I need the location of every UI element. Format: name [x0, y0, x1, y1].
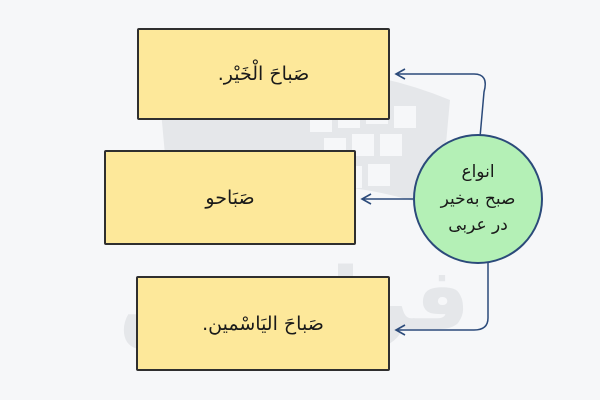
central-topic-line-3: در عربی — [448, 215, 508, 236]
phrase-box-2-label: صَبَاحو — [205, 186, 255, 209]
central-topic-line-1: انواع — [461, 162, 495, 183]
phrase-box-1-label: صَباحَ الْخَیْر. — [217, 63, 310, 85]
central-topic-text: انواع صبح به‌خیر در عربی — [441, 159, 516, 238]
central-topic-circle: انواع صبح به‌خیر در عربی — [413, 134, 543, 264]
central-topic-line-2: صبح به‌خیر — [440, 188, 516, 209]
phrase-box-2: صَبَاحو — [104, 150, 356, 245]
arrow-to-box-1 — [394, 68, 486, 161]
phrase-box-3-label: صَباحَ اليَاسْمين. — [202, 312, 324, 335]
phrase-box-3: صَباحَ اليَاسْمين. — [136, 276, 390, 371]
phrase-box-1: صَباحَ الْخَیْر. — [137, 28, 390, 120]
arrow-to-box-3 — [394, 239, 489, 336]
